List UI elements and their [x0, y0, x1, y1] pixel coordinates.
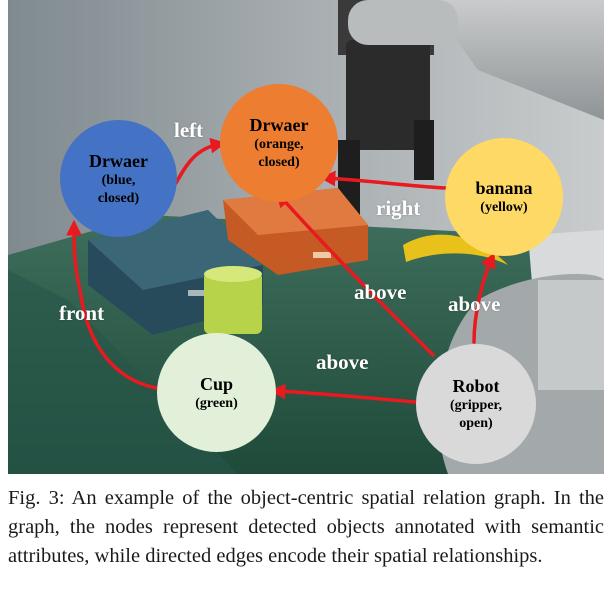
node-cup: Cup (green) [157, 333, 276, 452]
node-attr: (gripper, [450, 398, 502, 413]
node-title: Drwaer [89, 150, 148, 171]
edge-above-robot-banana [472, 252, 496, 344]
node-attr: open) [459, 416, 493, 431]
node-title: banana [475, 178, 533, 198]
node-attr: (blue, [101, 172, 136, 188]
node-title: Robot [452, 376, 500, 396]
edge-label-above-banana: above [448, 292, 501, 316]
node-attr: (green) [195, 395, 238, 411]
edges-layer [66, 137, 496, 404]
edge-above-robot-drawer [275, 191, 435, 357]
edge-label-right: right [376, 196, 421, 220]
node-drawer-orange: Drwaer (orange, closed) [220, 84, 338, 202]
node-attr: closed) [258, 155, 300, 170]
edge-label-above-drawer: above [354, 280, 407, 304]
figure-caption: Fig. 3: An example of the object-centric… [8, 487, 604, 567]
edge-right [319, 170, 447, 190]
node-title: Drwaer [249, 115, 309, 135]
node-robot: Robot (gripper, open) [416, 344, 536, 464]
edge-above-robot-cup [269, 383, 418, 404]
edge-label-left: left [174, 118, 204, 142]
edge-front [66, 219, 158, 390]
edge-label-above-cup: above [316, 350, 369, 374]
node-drawer-blue: Drwaer (blue, closed) [60, 120, 177, 237]
figure-graph: Drwaer (blue, closed) Drwaer (orange, cl… [8, 0, 604, 474]
node-title: Cup [199, 373, 234, 394]
node-attr: (yellow) [480, 200, 528, 215]
node-attr: closed) [97, 190, 140, 206]
node-attr: (orange, [254, 137, 304, 152]
edge-label-front: front [59, 301, 105, 325]
edge-left [174, 137, 227, 185]
node-banana: banana (yellow) [445, 138, 563, 256]
